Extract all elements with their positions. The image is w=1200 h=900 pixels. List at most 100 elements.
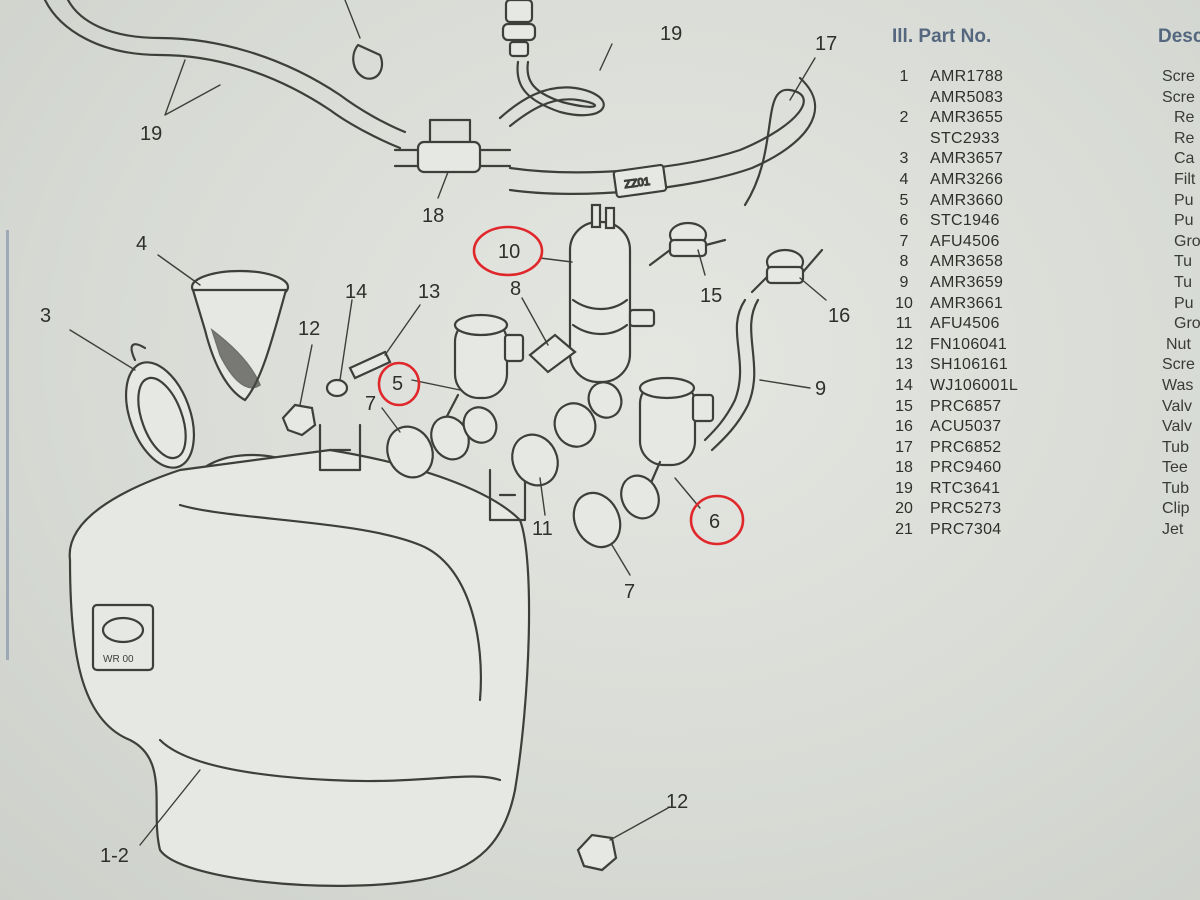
leader-15 bbox=[697, 249, 706, 276]
callout-13: 13 bbox=[418, 281, 440, 303]
part-number: PRC5273 bbox=[930, 500, 1002, 518]
tank-bracket-left bbox=[318, 423, 362, 472]
part-number: AMR3655 bbox=[930, 109, 1004, 127]
header-description: Desc bbox=[1158, 26, 1200, 47]
part-number: PRC9460 bbox=[930, 459, 1002, 477]
part-description: Gro bbox=[1174, 232, 1200, 250]
tube-9 bbox=[703, 298, 747, 442]
callout-3: 3 bbox=[40, 305, 51, 327]
part-description: Filt bbox=[1174, 170, 1196, 188]
part-number: AMR3657 bbox=[930, 150, 1004, 168]
tee-18 bbox=[393, 118, 512, 174]
part-number: AMR5083 bbox=[930, 88, 1004, 106]
grommets-7-left bbox=[386, 406, 498, 479]
part-number: RTC3641 bbox=[930, 479, 1001, 497]
table-row: 18 PRC9460 Tee bbox=[888, 459, 1200, 480]
clip-top bbox=[352, 43, 384, 80]
ill-number: 9 bbox=[899, 273, 909, 291]
ill-number: 11 bbox=[895, 315, 913, 333]
part-description: Nut bbox=[1166, 335, 1191, 353]
part-number: FN106041 bbox=[930, 335, 1008, 353]
part-description: Tub bbox=[1162, 438, 1189, 456]
ill-number: 18 bbox=[895, 459, 913, 477]
tube-19-curl-inner bbox=[508, 60, 597, 128]
washer-14 bbox=[325, 378, 349, 398]
ill-number: 3 bbox=[899, 150, 909, 168]
part-description: Scre bbox=[1162, 88, 1195, 106]
grommets-7-bottom bbox=[572, 474, 660, 549]
part-description: Scre bbox=[1162, 68, 1195, 85]
ill-number: 1 bbox=[899, 68, 909, 85]
part-number: STC2933 bbox=[930, 129, 1000, 147]
leader-19-left bbox=[164, 59, 221, 116]
leader-16 bbox=[799, 277, 827, 301]
part-description: Tu bbox=[1174, 253, 1193, 271]
callout-16: 16 bbox=[828, 305, 850, 327]
leader-4 bbox=[157, 254, 201, 286]
tube-top-left bbox=[43, 0, 402, 150]
ill-number: 16 bbox=[895, 418, 913, 436]
table-row: 4 AMR3266 Filt bbox=[888, 171, 1200, 192]
ill-number: 2 bbox=[899, 109, 909, 127]
part-number: STC1946 bbox=[930, 212, 1000, 230]
highlight-ring-5 bbox=[377, 361, 421, 407]
ill-number: 15 bbox=[895, 397, 913, 415]
part-description: Tee bbox=[1162, 459, 1188, 477]
callout-7-bottom: 7 bbox=[624, 581, 635, 603]
leader-12-bottom bbox=[609, 807, 669, 841]
ill-number: 13 bbox=[895, 356, 913, 374]
ill-number: 7 bbox=[899, 232, 909, 250]
table-row: AMR5083 Scre bbox=[888, 89, 1200, 110]
part-number: AFU4506 bbox=[930, 315, 1000, 333]
callout-14: 14 bbox=[345, 281, 367, 303]
part-description: Tub bbox=[1162, 479, 1189, 497]
leader-8 bbox=[521, 297, 549, 346]
leader-clip-top bbox=[344, 0, 361, 39]
header-ill-part-no: Ill. Part No. bbox=[892, 26, 992, 47]
washer-tank-edge bbox=[178, 503, 482, 702]
ill-number: 8 bbox=[899, 253, 909, 271]
highlight-ring-10 bbox=[472, 225, 544, 277]
part-number: PRC6852 bbox=[930, 438, 1002, 456]
part-description: Valv bbox=[1162, 397, 1192, 415]
part-number: SH106161 bbox=[930, 356, 1009, 374]
leader-1-2 bbox=[139, 769, 201, 846]
leader-11 bbox=[539, 477, 546, 516]
tube-label-text: ZZ01 bbox=[624, 176, 651, 191]
leader-18 bbox=[437, 171, 449, 199]
cap-3 bbox=[125, 343, 195, 469]
leader-14 bbox=[339, 299, 353, 381]
part-number: AMR3661 bbox=[930, 294, 1004, 312]
callout-19-left: 19 bbox=[140, 123, 162, 145]
tank-level-sticker-text: WR 00 bbox=[103, 654, 134, 665]
ill-number: 4 bbox=[899, 170, 909, 188]
part-number: AMR3660 bbox=[930, 191, 1004, 209]
part-number: WJ106001L bbox=[930, 376, 1019, 394]
callout-5: 5 bbox=[392, 373, 403, 395]
nut-12-mid bbox=[281, 403, 317, 437]
callout-11: 11 bbox=[532, 518, 553, 540]
callout-4: 4 bbox=[136, 233, 147, 255]
highlight-ring-6 bbox=[689, 494, 745, 546]
tank-level-sticker-window bbox=[101, 616, 145, 644]
leader-19-top bbox=[599, 43, 613, 71]
part-description: Clip bbox=[1162, 500, 1190, 518]
part-number: AMR3266 bbox=[930, 170, 1004, 188]
part-description: Tu bbox=[1174, 273, 1193, 291]
part-description: Pu bbox=[1174, 294, 1194, 312]
tank-bracket-right bbox=[488, 468, 527, 522]
